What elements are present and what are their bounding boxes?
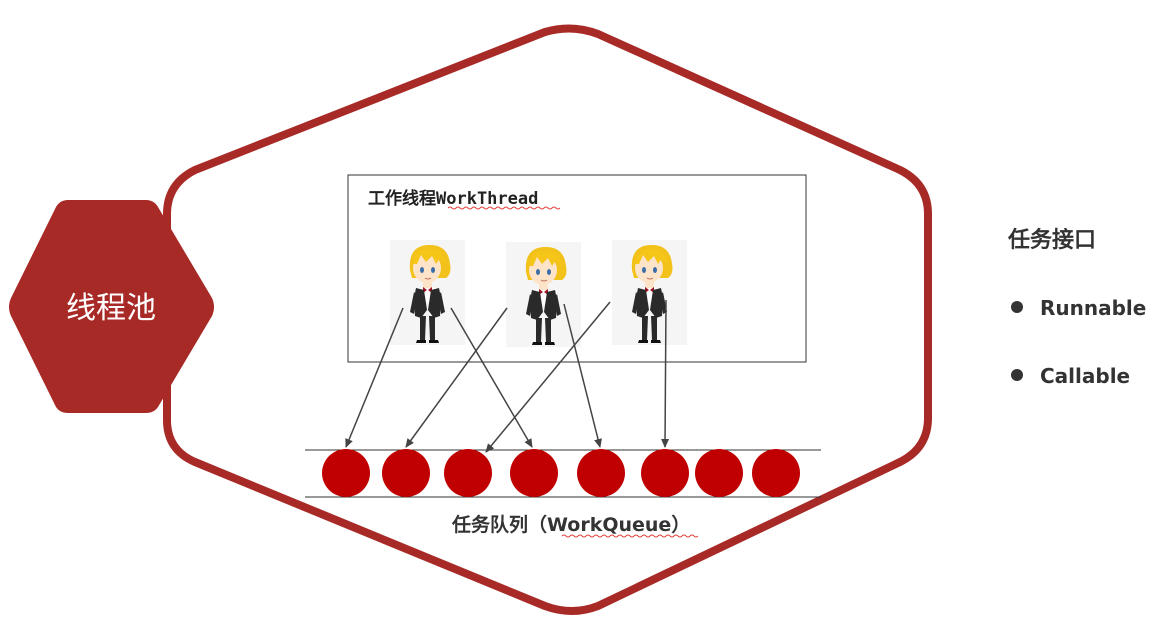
task-interfaces-title: 任务接口	[1007, 227, 1096, 253]
interface-item-callable: Callable	[1040, 364, 1130, 388]
worker-figure	[506, 242, 581, 347]
task-item	[577, 449, 625, 497]
task-item	[444, 449, 492, 497]
workers	[390, 240, 687, 347]
spell-underline	[561, 534, 699, 538]
bullet-icon	[1011, 301, 1023, 313]
pool-badge-shape	[9, 200, 214, 413]
arrow	[563, 303, 602, 448]
pool-badge: 线程池	[9, 200, 214, 413]
arrow	[661, 299, 670, 448]
bullet-icon	[1011, 369, 1023, 381]
task-item	[641, 449, 689, 497]
worker-figure	[612, 240, 687, 345]
task-queue	[322, 449, 800, 497]
work-queue-label: 任务队列（WorkQueue）	[451, 513, 690, 536]
pool-label: 线程池	[66, 291, 156, 326]
worker-figure	[390, 240, 465, 345]
task-item	[510, 449, 558, 497]
spell-underline	[447, 206, 561, 210]
pool-boundary	[163, 24, 932, 615]
task-item	[382, 449, 430, 497]
arrow	[450, 307, 533, 448]
interface-item-runnable: Runnable	[1040, 296, 1146, 320]
task-item	[695, 449, 743, 497]
arrow	[405, 307, 508, 448]
arrow	[485, 301, 611, 453]
task-item	[322, 449, 370, 497]
arrow	[345, 307, 404, 448]
worker-task-arrows	[345, 299, 670, 453]
task-interfaces: 任务接口 Runnable Callable	[1007, 227, 1146, 388]
work-thread-title: 工作线程WorkThread	[368, 188, 538, 209]
task-item	[752, 449, 800, 497]
